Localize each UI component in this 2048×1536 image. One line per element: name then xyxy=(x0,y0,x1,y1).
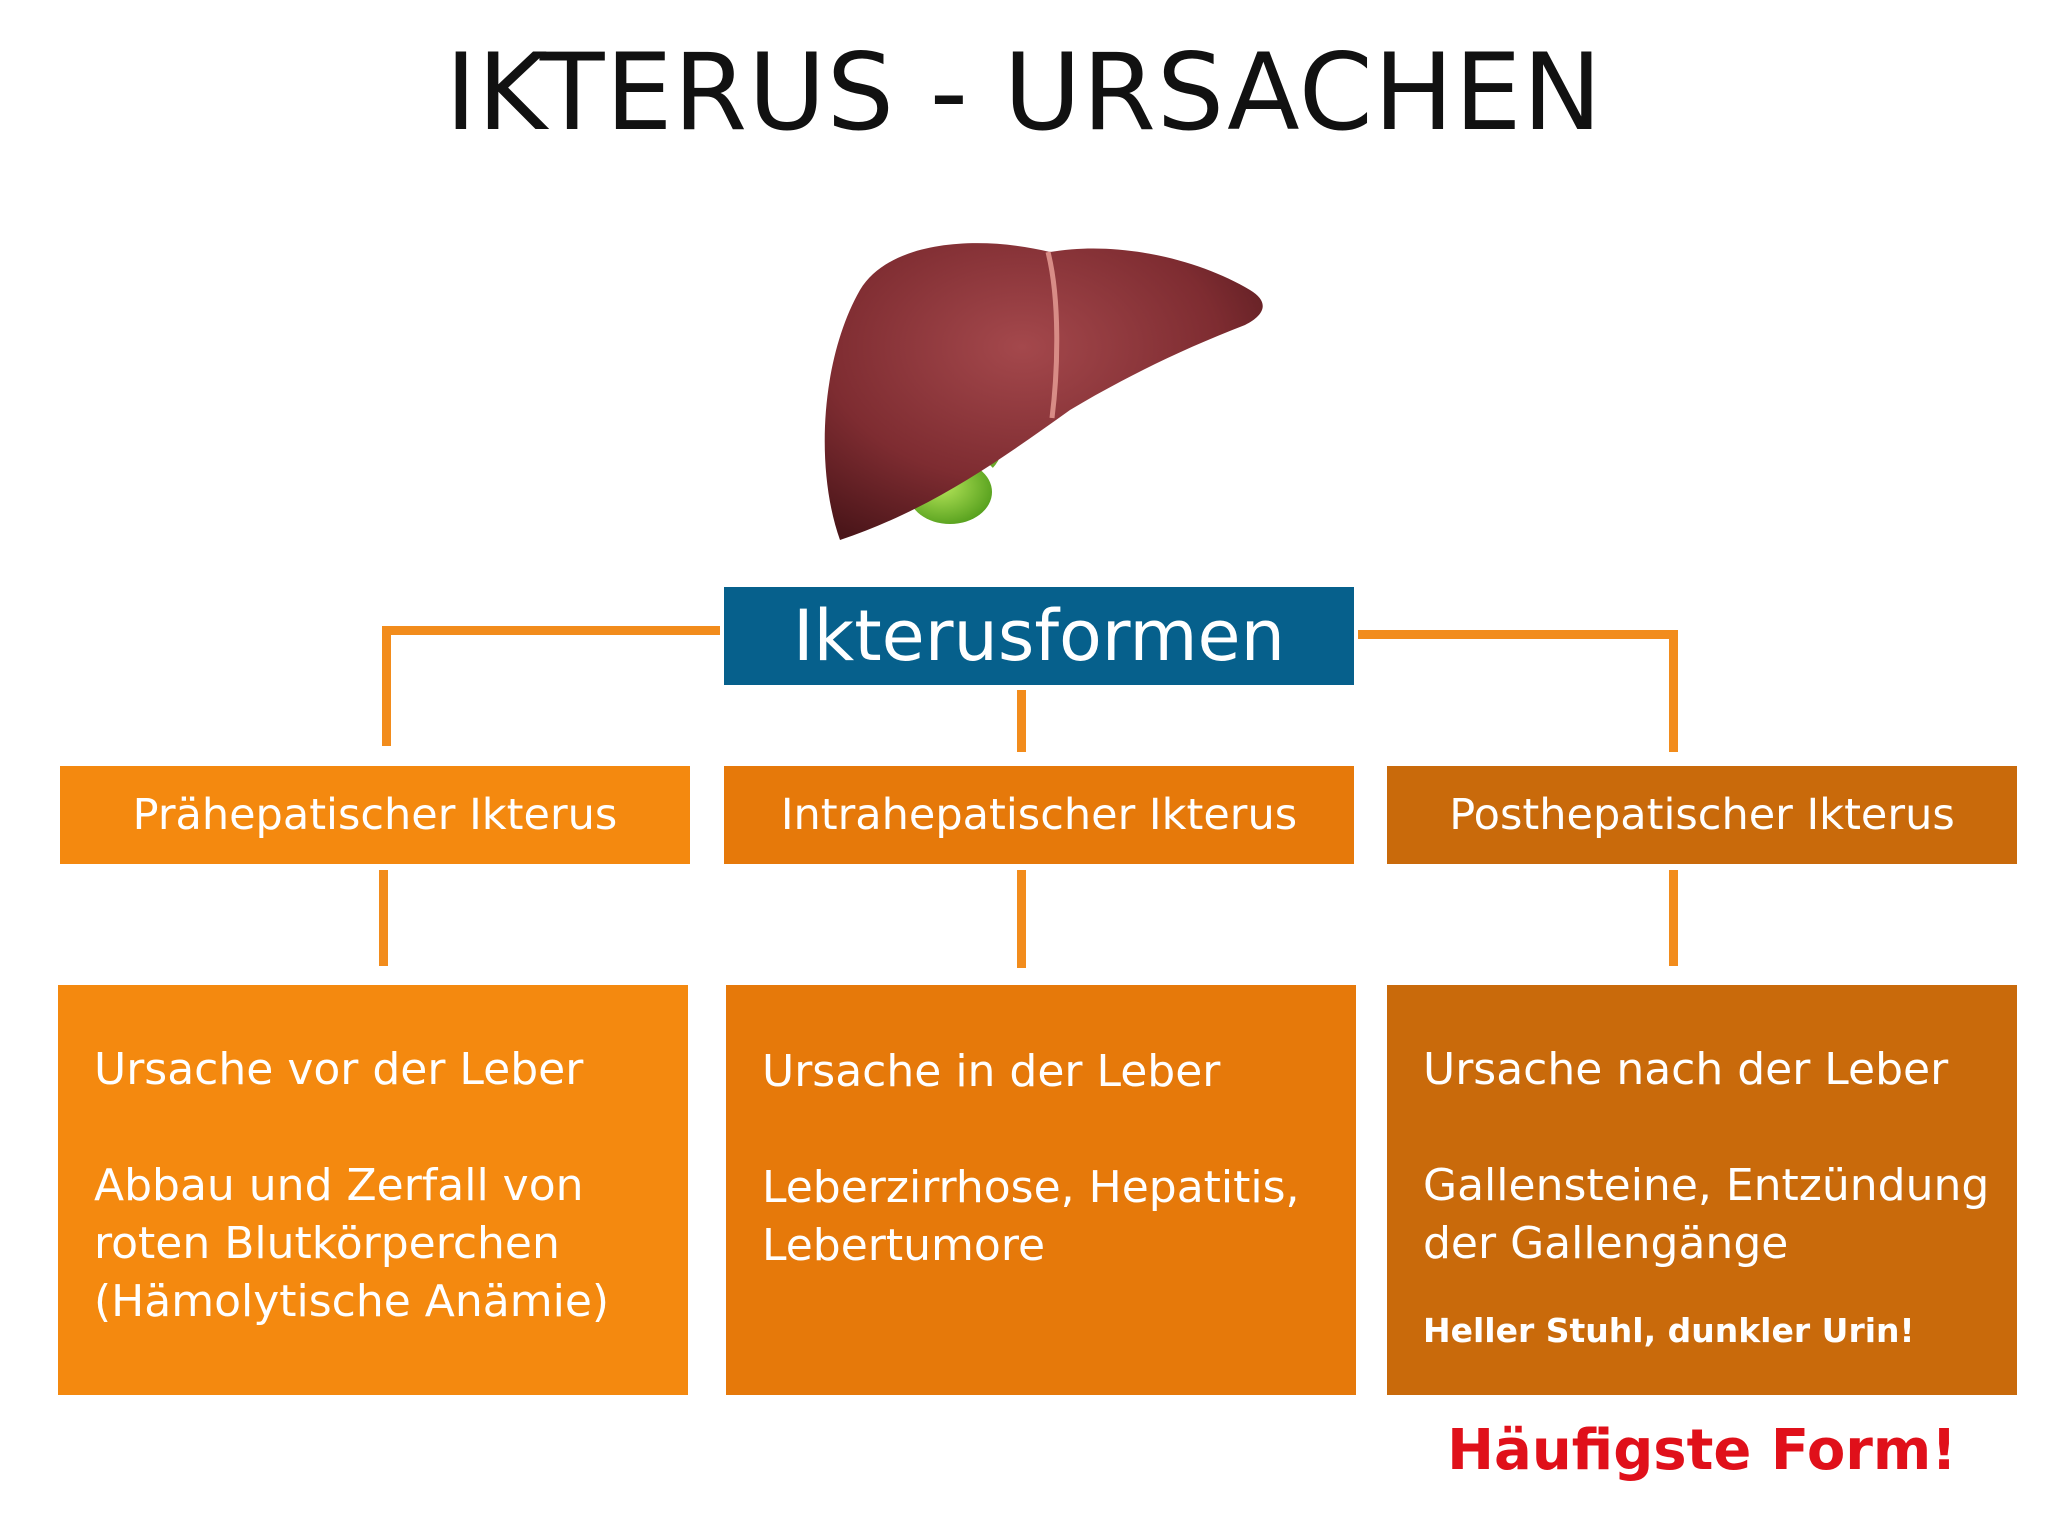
cause-text: Ursache in der Leber xyxy=(762,1046,1221,1097)
connector-post-detail xyxy=(1669,870,1678,966)
root-label: Ikterusformen xyxy=(793,595,1285,677)
connector-root-center-v xyxy=(1017,690,1026,752)
note-text: Heller Stuhl, dunkler Urin! xyxy=(1423,1311,1915,1350)
node-label: Intrahepatischer Ikterus xyxy=(780,790,1298,840)
root-node: Ikterusformen xyxy=(724,587,1354,685)
detail-prehepatic: Ursache vor der Leber Abbau und Zerfall … xyxy=(58,985,688,1395)
node-prehepatic: Prähepatischer Ikterus xyxy=(60,766,690,864)
connector-pre-detail xyxy=(379,870,388,966)
connector-intra-detail xyxy=(1017,870,1026,968)
examples-text: Gallensteine, Entzündung der Gallengänge xyxy=(1423,1160,1990,1269)
node-label: Posthepatischer Ikterus xyxy=(1449,790,1955,840)
connector-root-right-v xyxy=(1669,630,1678,752)
cause-text: Ursache nach der Leber xyxy=(1423,1044,1949,1095)
cause-text: Ursache vor der Leber xyxy=(94,1044,584,1095)
node-posthepatic: Posthepatischer Ikterus xyxy=(1387,766,2017,864)
page-title: IKTERUS - URSACHEN xyxy=(445,31,1603,154)
detail-posthepatic: Ursache nach der Leber Gallensteine, Ent… xyxy=(1387,985,2017,1395)
detail-intrahepatic: Ursache in der Leber Leberzirrhose, Hepa… xyxy=(726,985,1356,1395)
connector-root-left-v xyxy=(382,626,391,746)
node-label: Prähepatischer Ikterus xyxy=(132,790,618,840)
node-intrahepatic: Intrahepatischer Ikterus xyxy=(724,766,1354,864)
connector-root-right-h xyxy=(1358,630,1678,639)
connector-root-left-h xyxy=(382,626,720,635)
liver-icon xyxy=(824,243,1263,540)
most-common-label: Häufigste Form! xyxy=(1447,1418,1957,1483)
examples-text: Abbau und Zerfall von roten Blutkörperch… xyxy=(94,1160,610,1327)
examples-text: Leberzirrhose, Hepatitis, Lebertumore xyxy=(762,1162,1300,1271)
